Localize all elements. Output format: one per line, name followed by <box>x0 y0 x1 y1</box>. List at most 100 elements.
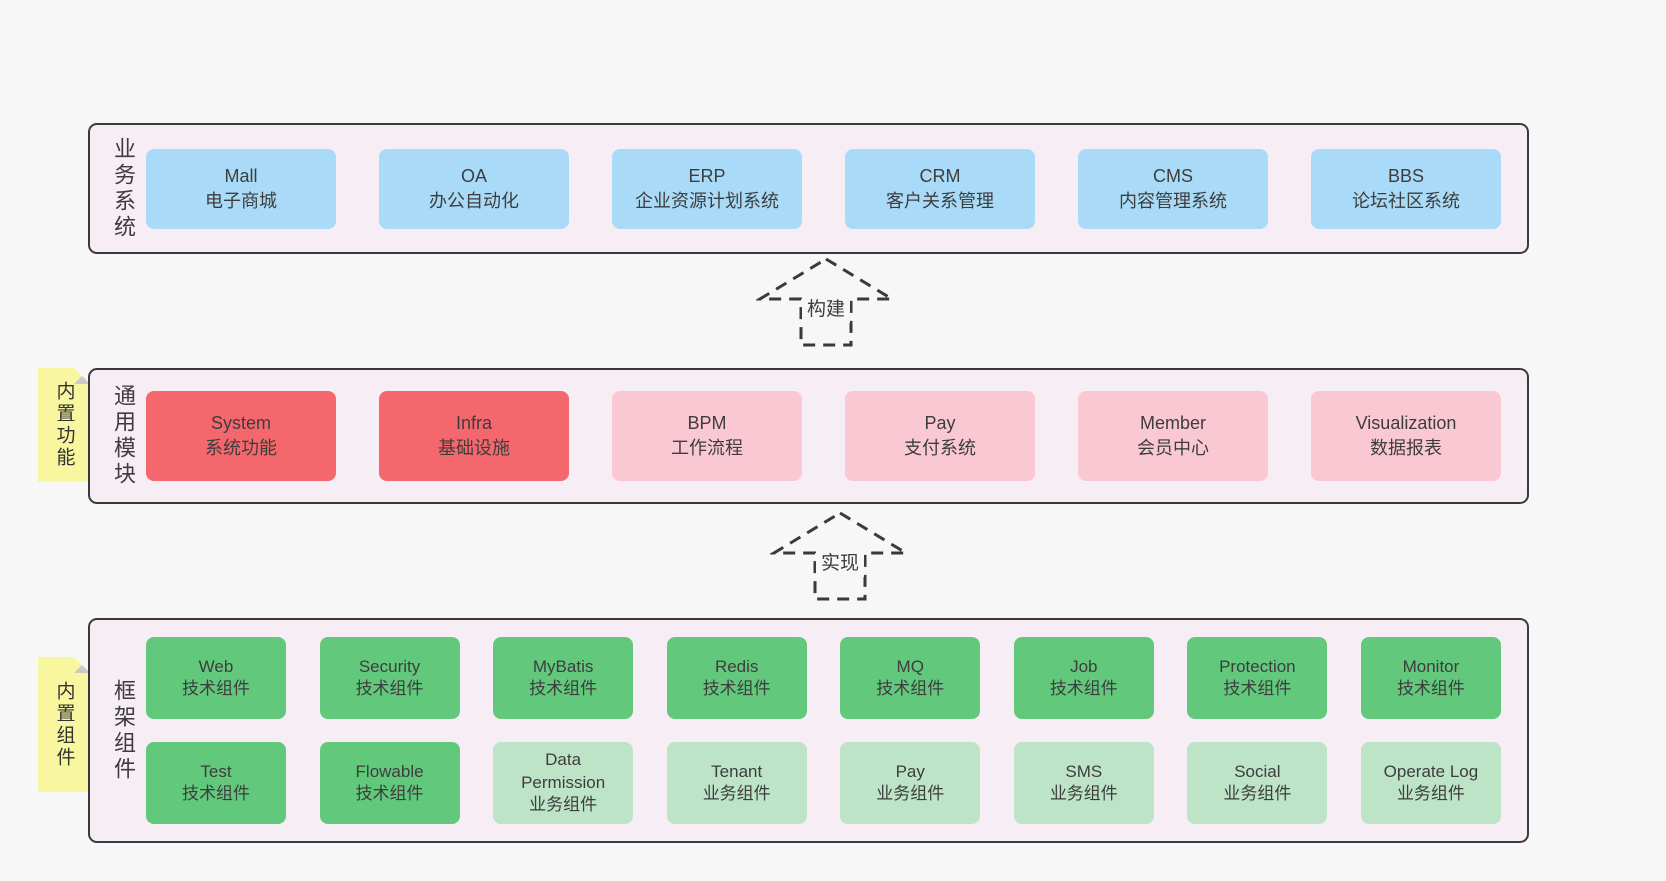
arrow-label: 实现 <box>815 546 865 577</box>
box-title: Job <box>1070 656 1098 676</box>
box-subtitle: 技术组件 <box>1223 679 1292 698</box>
box-web: Web 技术组件 <box>146 637 286 719</box>
box-subtitle: 电子商城 <box>205 190 277 211</box>
box-flowable: Flowable 技术组件 <box>319 742 460 824</box>
box-title: Mall <box>224 165 258 186</box>
box-title: Protection <box>1219 656 1296 676</box>
box-monitor: Monitor 技术组件 <box>1360 637 1501 719</box>
box-subtitle: 业务组件 <box>1223 784 1292 803</box>
dashed-up-arrow-icon <box>756 257 896 347</box>
arrow-label: 构建 <box>801 292 851 323</box>
box-mq: MQ 技术组件 <box>840 637 981 719</box>
layer-label: 通用模块 <box>111 384 136 488</box>
box-title: Redis <box>714 656 759 676</box>
sticky-note-label: 内置功能 <box>53 381 75 469</box>
box-social: Social 业务组件 <box>1187 742 1328 824</box>
box-mybatis: MyBatis 技术组件 <box>493 637 634 719</box>
box-title: BPM <box>687 413 727 434</box>
box-member: Member 会员中心 <box>1078 391 1268 481</box>
box-title: CRM <box>919 165 961 186</box>
box-title: OA <box>460 165 487 186</box>
box-security: Security 技术组件 <box>319 637 460 719</box>
box-subtitle: 技术组件 <box>529 679 598 698</box>
box-tenant: Tenant 业务组件 <box>666 742 807 824</box>
box-title: Tenant <box>711 761 763 781</box>
box-subtitle: 技术组件 <box>182 784 250 803</box>
box-title: MyBatis <box>532 656 594 676</box>
module-boxes-row: System 系统功能 Infra 基础设施 BPM 工作流程 Pay 支付系统… <box>134 391 1527 481</box>
box-title: Data Permission <box>521 750 606 792</box>
box-title: Social <box>1234 761 1281 781</box>
box-bpm: BPM 工作流程 <box>612 391 802 481</box>
box-title: ERP <box>688 165 726 186</box>
box-title: Security <box>358 656 421 676</box>
framework-rows: Web 技术组件 Security 技术组件 MyBatis 技术组件 Redi… <box>134 637 1527 824</box>
box-subtitle: 工作流程 <box>671 438 743 458</box>
box-subtitle: 业务组件 <box>1396 784 1465 803</box>
box-title: Member <box>1139 413 1206 434</box>
box-title: BBS <box>1387 165 1425 186</box>
box-sms: SMS 业务组件 <box>1013 742 1154 824</box>
layer-business-systems: 业务系统 Mall 电子商城 OA 办公自动化 ERP 企业资源计划系统 CRM… <box>88 123 1529 254</box>
box-subtitle: 业务组件 <box>876 784 945 803</box>
implement-arrow: 实现 <box>770 510 910 602</box>
box-subtitle: 办公自动化 <box>429 190 519 211</box>
box-pay: Pay 支付系统 <box>845 391 1035 481</box>
build-arrow: 构建 <box>756 256 896 348</box>
box-protection: Protection 技术组件 <box>1187 637 1328 719</box>
box-title: Pay <box>895 761 925 781</box>
box-subtitle: 内容管理系统 <box>1119 190 1227 211</box>
box-title: Visualization <box>1355 413 1457 434</box>
framework-row-2: Test 技术组件 Flowable 技术组件 Data Permission … <box>146 742 1501 824</box>
box-title: Test <box>200 761 232 781</box>
box-subtitle: 技术组件 <box>182 679 250 698</box>
sticky-note-label: 内置组件 <box>53 680 75 769</box>
box-oa: OA 办公自动化 <box>379 148 569 229</box>
box-title: MQ <box>896 656 924 676</box>
box-data-permission: Data Permission 业务组件 <box>493 742 634 824</box>
box-subtitle: 系统功能 <box>205 438 277 458</box>
box-title: Operate Log <box>1383 761 1479 781</box>
box-subtitle: 技术组件 <box>355 679 424 698</box>
box-pay-biz: Pay 业务组件 <box>840 742 981 824</box>
box-title: System <box>210 413 271 434</box>
box-subtitle: 数据报表 <box>1370 438 1442 458</box>
box-subtitle: 会员中心 <box>1137 438 1209 458</box>
box-mall: Mall 电子商城 <box>146 148 336 229</box>
box-visualization: Visualization 数据报表 <box>1311 391 1501 481</box>
box-title: Web <box>198 656 234 676</box>
box-redis: Redis 技术组件 <box>666 637 807 719</box>
layer-label: 业务系统 <box>111 136 136 241</box>
layer-common-modules: 通用模块 System 系统功能 Infra 基础设施 BPM 工作流程 Pay… <box>88 368 1529 504</box>
box-title: Monitor <box>1402 656 1460 676</box>
box-title: CMS <box>1153 165 1193 186</box>
framework-row-1: Web 技术组件 Security 技术组件 MyBatis 技术组件 Redi… <box>146 637 1501 719</box>
box-title: Infra <box>455 413 493 434</box>
box-subtitle: 业务组件 <box>529 795 598 815</box>
box-system: System 系统功能 <box>146 391 336 481</box>
box-subtitle: 技术组件 <box>1049 679 1118 698</box>
box-cms: CMS 内容管理系统 <box>1078 148 1268 229</box>
sticky-note-built-in-features: 内置功能 <box>38 368 90 482</box>
box-subtitle: 业务组件 <box>1049 784 1118 803</box>
box-crm: CRM 客户关系管理 <box>845 148 1035 229</box>
box-title: Flowable <box>355 761 424 781</box>
box-subtitle: 基础设施 <box>438 438 510 458</box>
box-infra: Infra 基础设施 <box>379 391 569 481</box>
box-erp: ERP 企业资源计划系统 <box>612 148 802 229</box>
box-subtitle: 客户关系管理 <box>886 190 994 211</box>
box-job: Job 技术组件 <box>1013 637 1154 719</box>
box-bbs: BBS 论坛社区系统 <box>1311 148 1501 229</box>
box-subtitle: 论坛社区系统 <box>1352 190 1460 211</box>
box-subtitle: 技术组件 <box>876 679 945 698</box>
box-subtitle: 技术组件 <box>355 784 424 803</box>
box-subtitle: 技术组件 <box>1396 679 1465 698</box>
box-subtitle: 业务组件 <box>702 784 771 803</box>
box-title: SMS <box>1065 761 1103 781</box>
box-subtitle: 技术组件 <box>702 679 771 698</box>
box-subtitle: 企业资源计划系统 <box>635 190 779 211</box>
box-title: Pay <box>924 413 956 434</box>
box-test: Test 技术组件 <box>146 742 286 824</box>
box-operate-log: Operate Log 业务组件 <box>1360 742 1501 824</box>
sticky-note-built-in-components: 内置组件 <box>38 657 90 792</box>
